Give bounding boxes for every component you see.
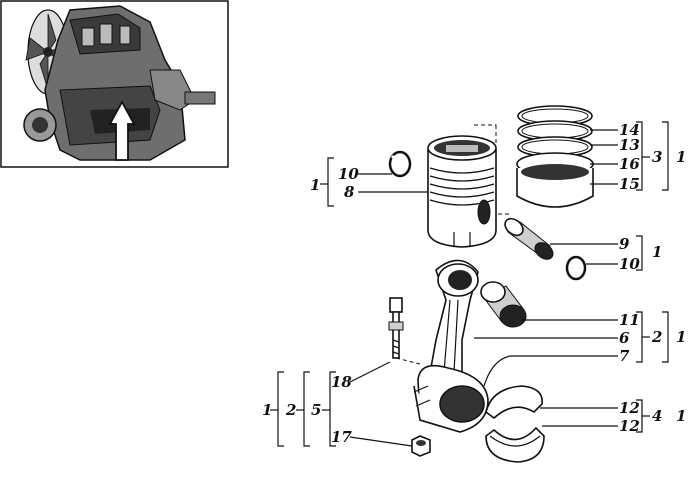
label-12-top: 12 <box>619 399 640 417</box>
label-12-bottom: 12 <box>619 417 640 435</box>
label-6: 6 <box>619 329 630 347</box>
group-label-5: 5 <box>311 401 321 419</box>
label-10-top: 10 <box>338 165 359 183</box>
piston-pin <box>504 217 554 260</box>
label-18: 18 <box>331 373 352 391</box>
group-label-3: 3 <box>652 148 662 166</box>
label-7: 7 <box>619 347 630 365</box>
rod-nut <box>411 435 431 457</box>
group-label-2: 2 <box>651 328 662 346</box>
group-label-1b: 1 <box>676 148 686 166</box>
label-17: 17 <box>331 428 352 446</box>
circlip-top <box>388 150 412 178</box>
bushing <box>480 281 527 328</box>
group-label-1e: 1 <box>676 407 686 425</box>
label-8: 8 <box>344 183 355 201</box>
piston <box>427 124 510 248</box>
group-label-2b: 2 <box>285 401 296 419</box>
group-label-1c: 1 <box>652 243 662 261</box>
label-11: 11 <box>619 311 640 329</box>
callout-labels: 10 8 1 14 13 16 15 3 1 9 10 1 11 6 7 2 1… <box>262 121 686 446</box>
leader-lines <box>349 129 618 447</box>
engine-inset <box>0 0 229 168</box>
label-10-bottom: 10 <box>619 255 640 273</box>
label-14: 14 <box>619 121 640 139</box>
connecting-rod <box>413 259 489 433</box>
group-label-1f: 1 <box>262 401 272 419</box>
label-15: 15 <box>619 175 640 193</box>
label-16: 16 <box>619 155 640 173</box>
label-9: 9 <box>619 235 630 253</box>
bearing-shells <box>485 385 545 463</box>
group-label-1a: 1 <box>310 176 320 194</box>
rod-bolt <box>388 297 421 365</box>
up-arrow-icon <box>108 100 136 161</box>
group-label-4: 4 <box>652 407 662 425</box>
piston-rings <box>516 105 594 208</box>
label-13: 13 <box>619 136 640 154</box>
engine-illustration <box>23 5 216 161</box>
circlip-bottom <box>565 255 587 281</box>
group-label-1d: 1 <box>676 328 686 346</box>
brackets <box>270 121 669 447</box>
